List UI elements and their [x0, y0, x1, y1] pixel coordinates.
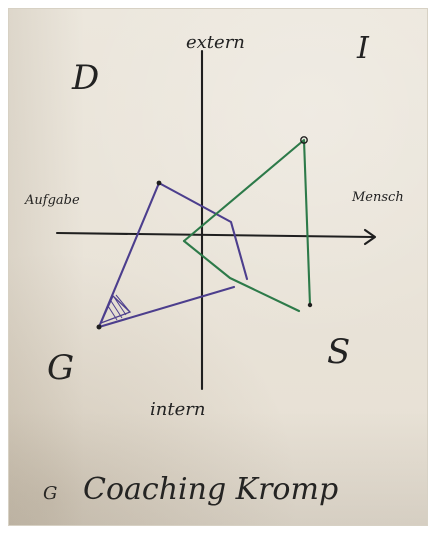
- label-top: extern: [186, 32, 245, 53]
- label-left: Aufgabe: [24, 193, 80, 208]
- purple-outline-b: [157, 181, 249, 281]
- green-outline-a: [182, 138, 312, 307]
- green-node-bottom: [307, 302, 313, 308]
- hatch-line: [115, 294, 131, 313]
- quadrant-d-label: D: [71, 58, 99, 98]
- label-right: Mensch: [351, 190, 404, 205]
- purple-node-top: [156, 180, 162, 186]
- quadrant-i-label: I: [356, 31, 370, 66]
- hatch-line: [110, 300, 123, 319]
- green-outline-b: [182, 239, 301, 313]
- caption-prefix: G: [43, 483, 57, 504]
- whiteboard-diagram: extern intern Aufgabe Mensch D I G S G C…: [24, 31, 404, 507]
- horizontal-axis: [55, 231, 375, 239]
- paper-sheet: extern intern Aufgabe Mensch D I G S G C…: [8, 8, 428, 526]
- purple-node-bottom: [96, 324, 102, 330]
- caption-text: Coaching Kromp: [83, 472, 338, 507]
- arrowhead-icon: [363, 228, 377, 246]
- quadrant-g-label: G: [47, 348, 74, 388]
- green-node-top: [300, 136, 308, 144]
- hatch-line: [107, 305, 118, 321]
- quadrant-s-label: S: [327, 332, 350, 372]
- label-bottom: intern: [150, 399, 205, 420]
- hatch-line: [113, 296, 127, 316]
